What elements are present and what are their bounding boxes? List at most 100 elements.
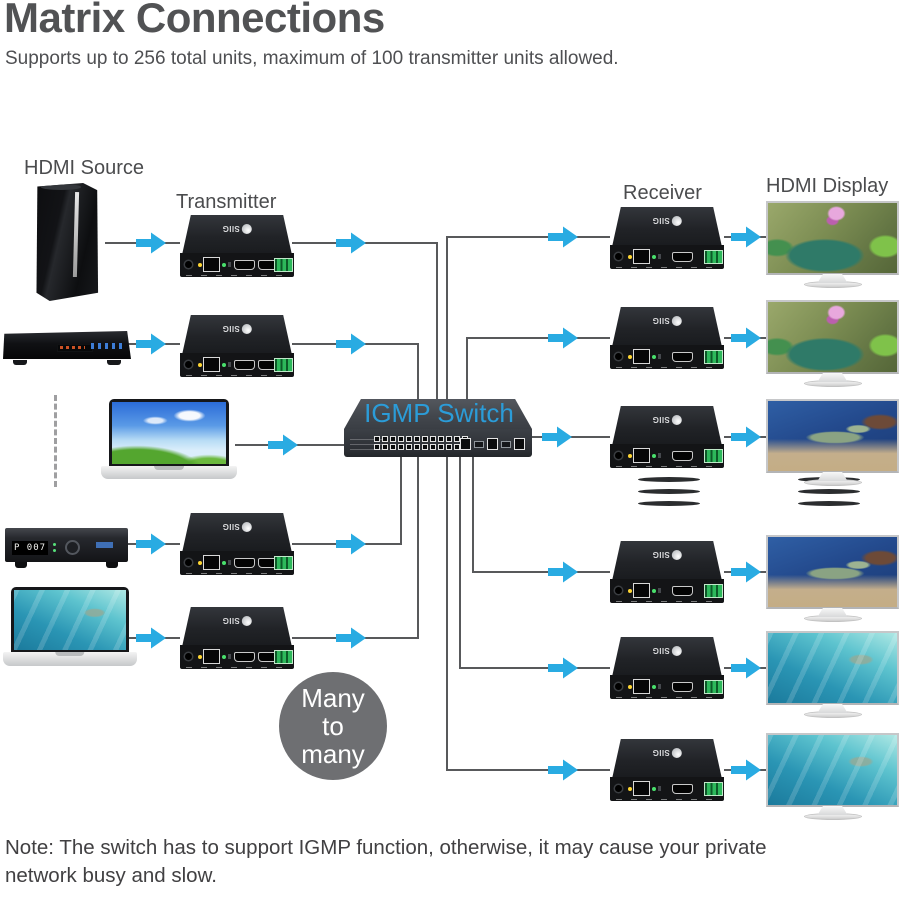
connection-line: [400, 448, 402, 543]
flow-arrow-icon: [548, 226, 578, 248]
dvd-feet: [9, 360, 125, 365]
rs232-terminal: [274, 258, 293, 272]
label-transmitter: Transmitter: [176, 191, 277, 213]
dvd-player-source: [3, 331, 131, 369]
label-receiver: Receiver: [623, 182, 702, 204]
status-led: [222, 363, 226, 367]
transmitter-2: SIIG: [180, 315, 294, 377]
brand-logo: SIIG: [652, 748, 682, 758]
settop-box-source: P 007: [5, 528, 128, 568]
reset-button: [658, 786, 661, 791]
status-led: [652, 787, 656, 791]
switch-front-panel: [344, 429, 532, 457]
ethernet-port: [633, 679, 650, 694]
device-top: SIIG: [612, 637, 722, 677]
status-led: [222, 655, 226, 659]
display-screen: [766, 733, 899, 807]
power-led: [198, 561, 202, 565]
flow-arrow-icon: [336, 232, 366, 254]
display-stand: [817, 373, 848, 382]
more-receivers-ellipsis: [638, 501, 700, 506]
connection-line: [446, 236, 610, 238]
page-subtitle: Supports up to 256 total units, maximum …: [5, 48, 619, 69]
display-screen: [766, 201, 899, 275]
hdmi-port: [234, 260, 255, 270]
reset-button: [658, 254, 661, 259]
display-stand: [817, 274, 848, 283]
dc-jack: [185, 361, 192, 368]
reset-button: [658, 453, 661, 458]
switch-uplink-ports: [460, 438, 525, 450]
status-led: [652, 589, 656, 593]
rs232-terminal: [704, 782, 723, 796]
brand-logo: SIIG: [222, 324, 252, 334]
laptop-wallpaper: [14, 590, 126, 650]
brand-logo-dot: [671, 748, 682, 758]
rs232-terminal: [704, 449, 723, 463]
brand-logo-dot: [241, 224, 252, 234]
settop-label: [96, 542, 113, 548]
flow-arrow-icon: [548, 759, 578, 781]
laptop-screen: [11, 587, 129, 653]
display-stand: [817, 472, 848, 481]
device-port-panel: [180, 353, 294, 377]
dc-jack: [615, 353, 622, 360]
receiver-5: SIIG: [610, 637, 724, 699]
device-port-panel: [180, 645, 294, 669]
flow-arrow-icon: [731, 759, 761, 781]
more-sources-divider: [54, 395, 57, 487]
dc-jack: [615, 253, 622, 260]
power-led: [628, 589, 632, 593]
dc-jack: [615, 587, 622, 594]
device-top: SIIG: [612, 541, 722, 581]
dc-jack: [185, 559, 192, 566]
transmitter-3: SIIG: [180, 513, 294, 575]
power-led: [198, 263, 202, 267]
receiver-1: SIIG: [610, 207, 724, 269]
display-6: [766, 733, 899, 820]
flow-arrow-icon: [548, 327, 578, 349]
display-2: [766, 300, 899, 387]
brand-logo-dot: [671, 646, 682, 656]
transmitter-1: SIIG: [180, 215, 294, 277]
dvd-buttons: [91, 343, 122, 349]
power-led: [628, 787, 632, 791]
laptop-screen: [109, 399, 229, 467]
label-hdmi-source: HDMI Source: [24, 157, 145, 179]
connection-line: [417, 448, 419, 637]
hdmi-port: [672, 352, 693, 362]
reset-button: [228, 560, 231, 565]
device-top: SIIG: [182, 215, 292, 255]
flow-arrow-icon: [731, 226, 761, 248]
flow-arrow-icon: [731, 561, 761, 583]
settop-knob: [65, 540, 80, 555]
brand-logo: SIIG: [652, 216, 682, 226]
flow-arrow-icon: [136, 333, 166, 355]
reset-button: [658, 684, 661, 689]
ethernet-port: [633, 249, 650, 264]
reset-button: [228, 262, 231, 267]
connection-line: [466, 337, 610, 339]
tower-top: [40, 184, 82, 191]
device-top: SIIG: [182, 315, 292, 355]
ethernet-port: [203, 555, 220, 570]
flow-arrow-icon: [136, 533, 166, 555]
brand-logo-dot: [241, 522, 252, 532]
igmp-switch: [344, 399, 532, 457]
hdmi-port: [672, 252, 693, 262]
device-port-panel: [610, 579, 724, 603]
connection-line: [459, 448, 461, 667]
device-top: SIIG: [612, 207, 722, 247]
dc-jack: [615, 452, 622, 459]
flow-arrow-icon: [731, 327, 761, 349]
device-port-panel: [610, 675, 724, 699]
laptop-base: [101, 466, 237, 479]
brand-logo: SIIG: [222, 224, 252, 234]
reset-button: [658, 588, 661, 593]
display-screen: [766, 300, 899, 374]
flow-arrow-icon: [336, 627, 366, 649]
connection-line: [466, 337, 468, 412]
badge-line: to: [322, 710, 344, 741]
brand-logo-dot: [241, 616, 252, 626]
